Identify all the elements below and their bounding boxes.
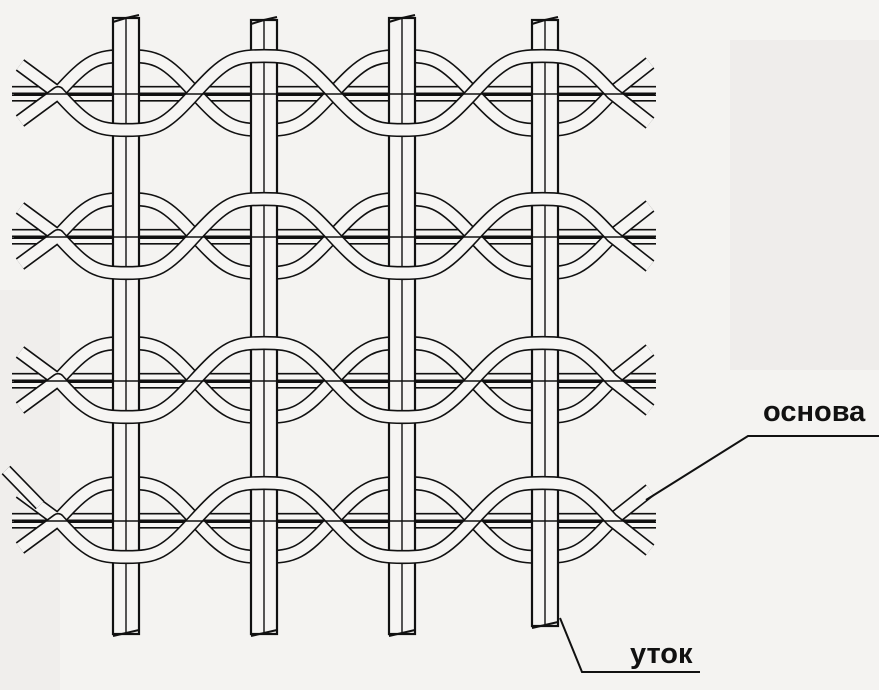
warp-leader-line [645, 435, 879, 501]
crossing-strand-b [15, 475, 655, 565]
crossing-strand-b [15, 335, 655, 425]
vertical-strand-cut [250, 629, 278, 637]
vertical-strand [111, 14, 141, 637]
paper-shade [730, 40, 879, 370]
crossing-strand-b-body [16, 193, 654, 279]
vertical-strand-cut [388, 629, 416, 637]
dangling-strand [1, 465, 45, 510]
crossing-strand-b-body [16, 50, 654, 136]
crossing-strand-b-body [16, 477, 654, 563]
vertical-strand-cut [531, 16, 559, 25]
vertical-strands [111, 14, 560, 637]
vertical-strand-cut [112, 14, 140, 23]
crossing-strand-b [15, 191, 655, 281]
weft-leader-line [559, 617, 700, 673]
warp-label: основа [763, 396, 866, 428]
vertical-strand [530, 16, 560, 629]
crossing-strand-b [15, 48, 655, 138]
vertical-strand [249, 16, 279, 637]
weft-label: уток [630, 638, 693, 670]
vertical-strand-cut [388, 14, 416, 23]
vertical-strand-cut [531, 621, 559, 629]
foreground-strands [1, 48, 655, 565]
leader-lines [559, 435, 879, 673]
vertical-strand [387, 14, 417, 637]
crossing-strand-b-body [16, 337, 654, 423]
dangling-strand-body [2, 466, 44, 509]
vertical-strand-cut [112, 629, 140, 637]
vertical-strand-cut [250, 16, 278, 25]
